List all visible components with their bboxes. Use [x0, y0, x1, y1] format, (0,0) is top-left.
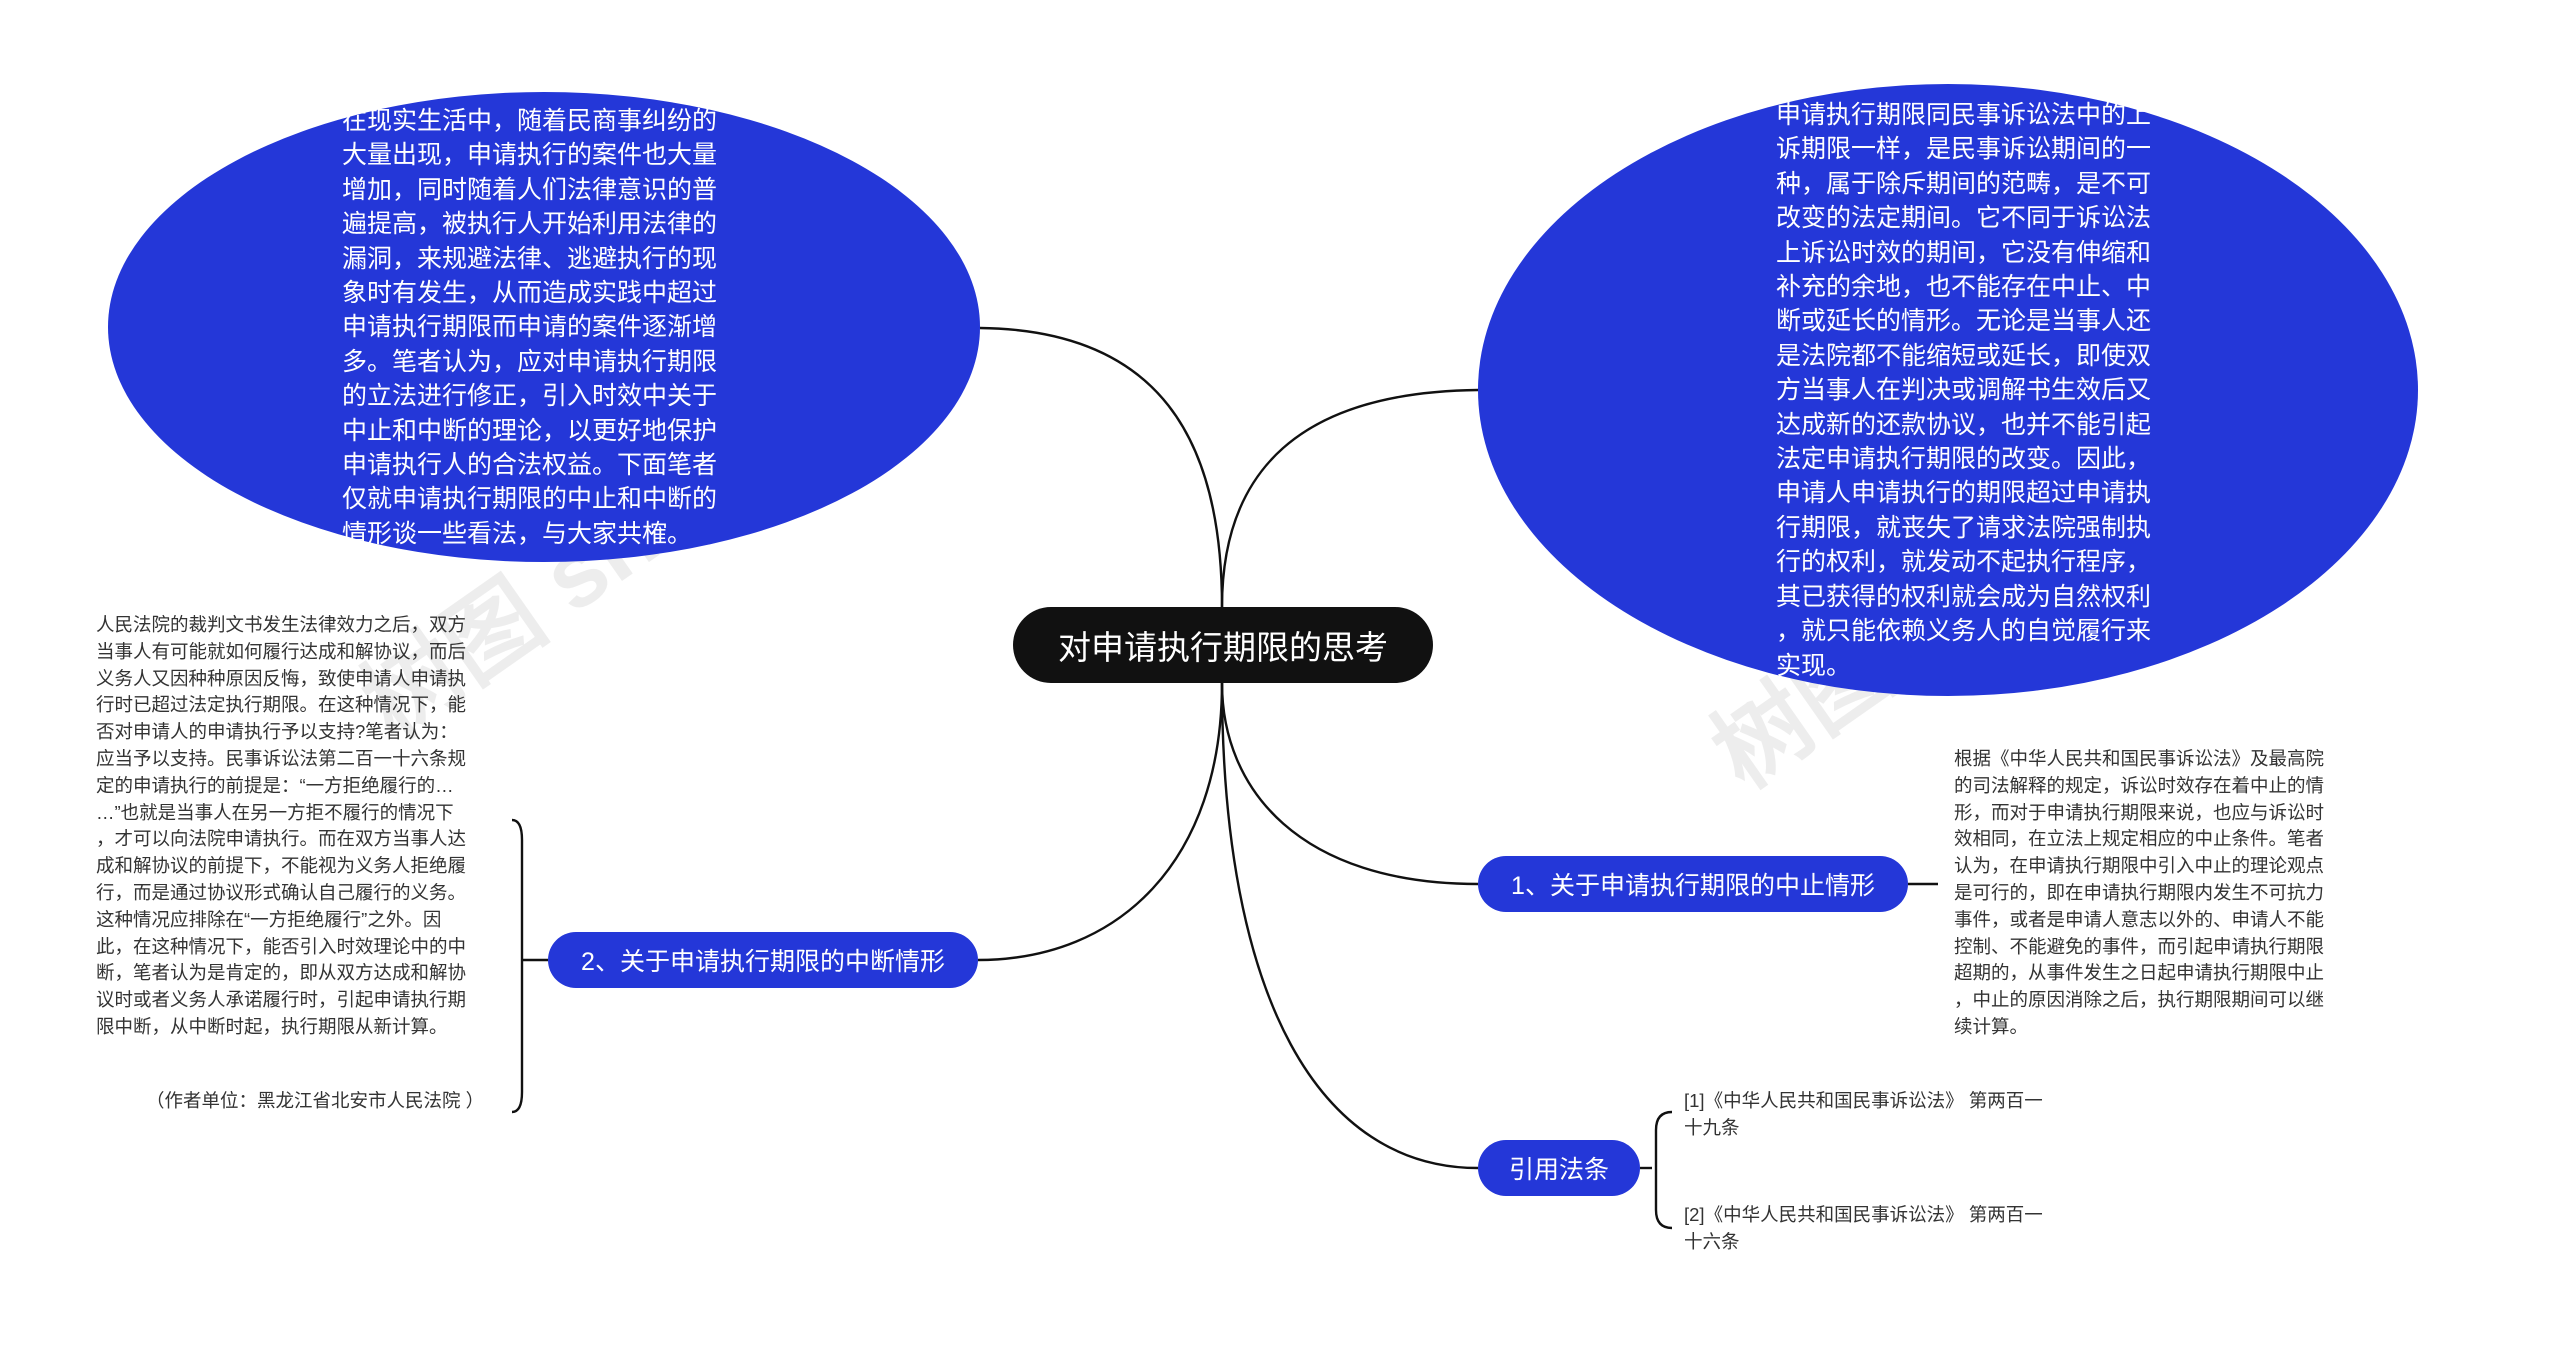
definition-ellipse-node[interactable]: [1478, 84, 2418, 696]
suspend-branch-node[interactable]: 1、关于申请执行期限的中止情形: [1478, 856, 1908, 912]
intro-ellipse-text: 在现实生活中，随着民商事纠纷的 大量出现，申请执行的案件也大量 增加，同时随着人…: [342, 107, 718, 548]
center-topic-node[interactable]: 对申请执行期限的思考: [1013, 607, 1433, 683]
interrupt-author-text: （作者单位：黑龙江省北安市人民法院 ）: [146, 1090, 485, 1111]
definition-ellipse-text: 申请执行期限同民事诉讼法中的上 诉期限一样，是民事诉讼期间的一 种，属于除斥期间…: [1776, 101, 2152, 680]
interrupt-branch-node[interactable]: 2、关于申请执行期限的中断情形: [548, 932, 978, 988]
intro-ellipse-node[interactable]: [108, 92, 980, 562]
law-item-2: [2]《中华人民共和国民事诉讼法》 第两百一 十六条: [1684, 1204, 2043, 1252]
bracket-interrupt: [511, 818, 524, 1114]
bracket-law: [1654, 1110, 1673, 1230]
link-center-left-ellipse: [979, 326, 1224, 608]
link-center-interrupt: [977, 682, 1224, 962]
link-center-suspend: [1220, 682, 1479, 886]
law-branch-node[interactable]: 引用法条: [1478, 1140, 1640, 1196]
link-center-law: [1220, 682, 1479, 1170]
interrupt-note-text: 人民法院的裁判文书发生法律效力之后，双方 当事人有可能就如何履行达成和解协议，而…: [96, 614, 467, 1037]
suspend-note-text: 根据《中华人民共和国民事诉讼法》及最高院 的司法解释的规定，诉讼时效存在着中止的…: [1954, 748, 2325, 1037]
link-center-right-ellipse: [1220, 388, 1479, 608]
law-item-1: [1]《中华人民共和国民事诉讼法》 第两百一 十九条: [1684, 1090, 2043, 1138]
